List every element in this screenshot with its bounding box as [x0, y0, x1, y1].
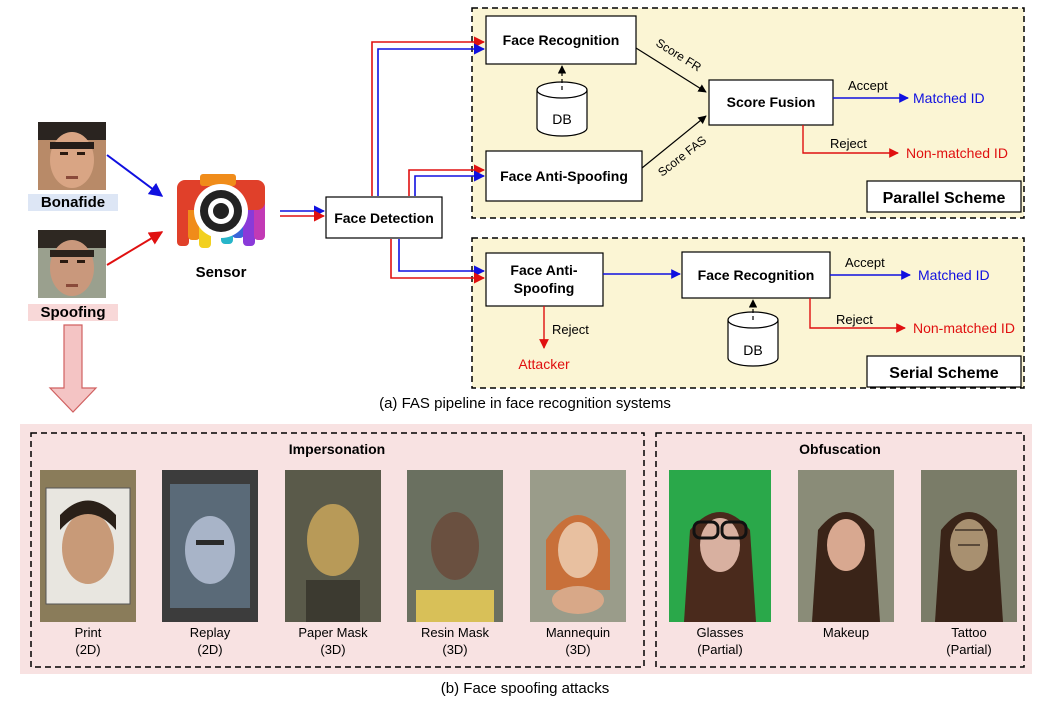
- score-fr-arrow: [635, 47, 707, 93]
- parallel-scheme-label: Parallel Scheme: [883, 190, 1006, 207]
- camera-sensor-icon: [177, 174, 265, 248]
- parallel-fas-box: [485, 150, 643, 202]
- bonafide-label-bg: [28, 194, 118, 211]
- pipeline-caption: (a) FAS pipeline in face recognition sys…: [379, 395, 671, 412]
- parallel-non-matched-id: Non-matched ID: [906, 145, 1008, 161]
- attack-label-replay: Replay: [190, 625, 231, 640]
- serial-fas-label-line1: Face Anti-: [510, 262, 577, 278]
- detection-to-serial-blue-path: [398, 239, 486, 277]
- attack-sub-resin-mask: (3D): [442, 642, 467, 657]
- attack-sub-print: (2D): [75, 642, 100, 657]
- score-fas-arrow: [641, 115, 707, 169]
- bonafide-to-sensor-arrow: [106, 154, 164, 197]
- serial-face-recognition-label: Face Recognition: [698, 267, 815, 283]
- parallel-face-recognition-label: Face Recognition: [503, 32, 620, 48]
- attack-sub-glasses: (Partial): [697, 642, 743, 657]
- score-fusion-label: Score Fusion: [727, 94, 816, 110]
- detection-to-serial-red-path: [390, 239, 486, 284]
- serial-scheme-label-box: [866, 355, 1022, 388]
- parallel-face-recognition-box: [485, 15, 637, 65]
- serial-matched-id: Matched ID: [918, 267, 990, 283]
- parallel-db-label: DB: [552, 111, 571, 127]
- attack-sub-mannequin: (3D): [565, 642, 590, 657]
- face-detection-label: Face Detection: [334, 210, 434, 226]
- glasses-attack-photo: [669, 470, 771, 622]
- attack-sub-tattoo: (Partial): [946, 642, 992, 657]
- attack-sub-paper-mask: (3D): [320, 642, 345, 657]
- parallel-scheme-label-box: [866, 180, 1022, 213]
- parallel-reject-arrow: [802, 125, 899, 158]
- serial-db-label: DB: [743, 342, 762, 358]
- serial-fas-box: [485, 252, 604, 307]
- bonafide-label: Bonafide: [41, 194, 105, 211]
- tattoo-attack-photo: [921, 470, 1017, 622]
- attack-sub-replay: (2D): [197, 642, 222, 657]
- replay-attack-photo: [162, 470, 258, 622]
- serial-reject-arrow: [809, 298, 906, 333]
- serial-attacker-label: Attacker: [518, 356, 570, 372]
- spoofing-face-image: [38, 230, 106, 298]
- detection-to-fas-red-path: [408, 164, 486, 196]
- impersonation-title: Impersonation: [289, 441, 385, 457]
- parallel-reject-label: Reject: [830, 136, 867, 151]
- attacks-caption: (b) Face spoofing attacks: [441, 680, 609, 697]
- attack-label-mannequin: Mannequin: [546, 625, 610, 640]
- spoofing-label-bg: [28, 304, 118, 321]
- spoofing-label: Spoofing: [41, 304, 106, 321]
- attack-label-tattoo: Tattoo: [951, 625, 986, 640]
- attack-label-resin-mask: Resin Mask: [421, 625, 489, 640]
- resin-mask-attack-photo: [407, 470, 503, 622]
- attack-label-glasses: Glasses: [697, 625, 744, 640]
- spoofing-down-arrow: [48, 324, 98, 413]
- spoofing-to-sensor-arrow: [106, 231, 164, 266]
- serial-reject-label: Reject: [836, 312, 873, 327]
- parallel-matched-id: Matched ID: [913, 90, 985, 106]
- score-fusion-box: [708, 79, 834, 126]
- face-detection-box: [325, 196, 443, 239]
- attack-label-paper-mask: Paper Mask: [298, 625, 368, 640]
- parallel-fas-label: Face Anti-Spoofing: [500, 168, 628, 184]
- attack-label-makeup: Makeup: [823, 625, 869, 640]
- attack-label-print: Print: [75, 625, 102, 640]
- detection-to-fr-red-path: [371, 36, 486, 196]
- sensor-label: Sensor: [196, 264, 247, 281]
- paper-mask-attack-photo: [285, 470, 381, 622]
- impersonation-group: [30, 432, 645, 668]
- makeup-attack-photo: [798, 470, 894, 622]
- serial-accept-label: Accept: [845, 255, 885, 270]
- print-attack-photo: [40, 470, 136, 622]
- parallel-accept-label: Accept: [848, 78, 888, 93]
- obfuscation-title: Obfuscation: [799, 441, 881, 457]
- obfuscation-group: [655, 432, 1025, 668]
- mannequin-attack-photo: [530, 470, 626, 622]
- detection-to-fr-blue-path: [377, 43, 486, 196]
- serial-non-matched-id: Non-matched ID: [913, 320, 1015, 336]
- serial-face-recognition-box: [681, 251, 831, 299]
- bonafide-face-image: [38, 122, 106, 190]
- serial-scheme-label: Serial Scheme: [889, 365, 999, 382]
- serial-fas-reject-label: Reject: [552, 322, 589, 337]
- parallel-db-cylinder: [536, 81, 588, 137]
- serial-fas-label-line2: Spoofing: [514, 280, 575, 296]
- detection-to-fas-blue-path: [414, 170, 486, 196]
